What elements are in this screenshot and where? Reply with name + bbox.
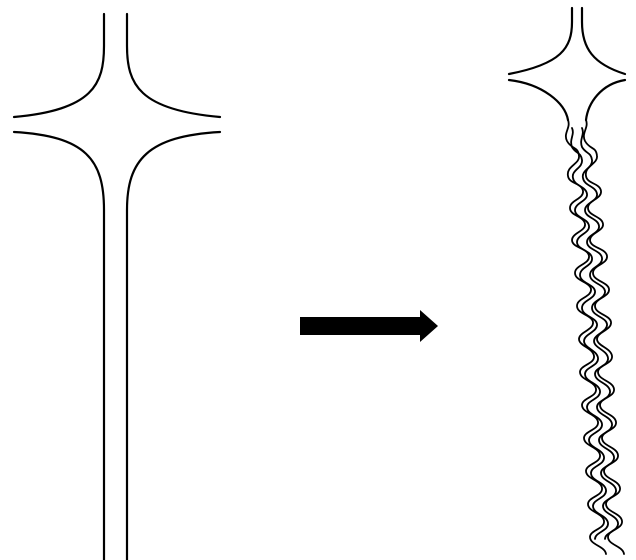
right-wrinkled-structure bbox=[509, 8, 625, 554]
right-top-left-wall bbox=[509, 8, 572, 74]
left-lower-left-curve bbox=[14, 132, 104, 560]
left-lower-right-curve bbox=[127, 132, 220, 560]
left-tube-left-wall bbox=[14, 14, 104, 117]
transition-arrow bbox=[300, 310, 438, 342]
right-top-right-wall bbox=[582, 8, 625, 74]
right-bottom-right-wall bbox=[586, 80, 625, 120]
arrow-shaft bbox=[300, 317, 422, 335]
arrow-head bbox=[420, 310, 438, 342]
left-tube-right-wall bbox=[127, 14, 220, 117]
right-bottom-left-wall bbox=[509, 80, 568, 120]
left-straight-structure bbox=[14, 14, 220, 560]
wrinkled-inner-right-echo bbox=[581, 128, 618, 539]
